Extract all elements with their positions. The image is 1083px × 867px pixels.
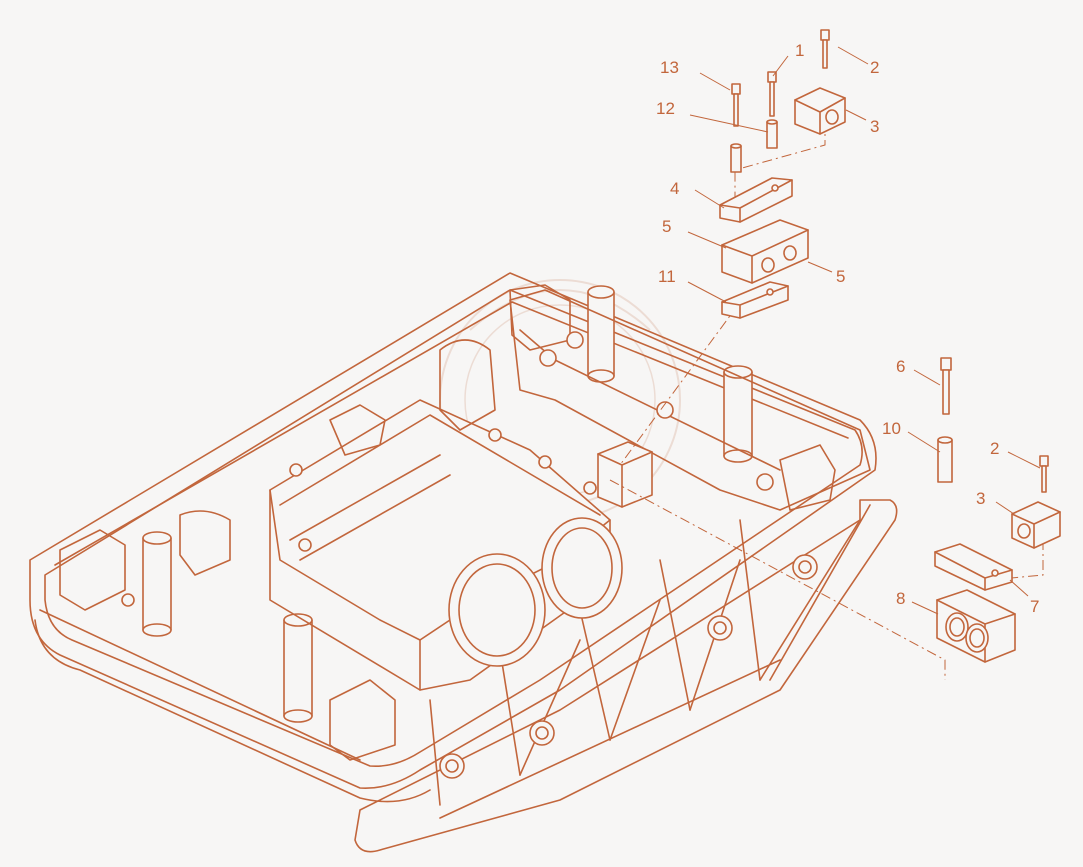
plate-4: [719, 177, 793, 223]
plate-7: [934, 543, 1013, 591]
clamp-block-5: [721, 219, 809, 284]
spacer-12-right: [766, 119, 778, 149]
callout-7: 7: [1030, 597, 1039, 616]
screw-2-top: [820, 29, 830, 69]
callout-10: 10: [882, 419, 901, 438]
leader-lines: [687, 46, 1041, 615]
clamp-block-8: [936, 589, 1016, 663]
spacer-12-left: [730, 143, 742, 173]
spacer-10: [937, 436, 953, 483]
callout-5-right: 5: [836, 267, 845, 286]
clamp-half-3-lower: [1011, 501, 1061, 549]
screw-1: [767, 71, 777, 117]
callouts: 1 2 3 4 5 5 11 12 13 6 10 2 3 7 8: [656, 41, 1039, 616]
exciter-housing: [269, 399, 623, 691]
callout-13: 13: [660, 58, 679, 77]
callout-2-top: 2: [870, 58, 879, 77]
screw-13: [731, 83, 741, 127]
lower-clamp-stack: [934, 357, 1061, 663]
screw-6: [940, 357, 952, 415]
upper-clamp-stack: [719, 29, 846, 319]
callout-1: 1: [795, 41, 804, 60]
callout-11: 11: [658, 267, 676, 286]
mount-block: [597, 441, 653, 508]
callout-12: 12: [656, 99, 675, 118]
callout-4: 4: [670, 179, 679, 198]
callout-3-top: 3: [870, 117, 879, 136]
callout-3-lower: 3: [976, 489, 985, 508]
screw-2-lower: [1039, 455, 1049, 493]
callout-6: 6: [896, 357, 905, 376]
callout-8: 8: [896, 589, 905, 608]
base-plate: [29, 272, 877, 803]
callout-2-lower: 2: [990, 439, 999, 458]
guide-posts: [142, 285, 753, 723]
callout-5-left: 5: [662, 217, 671, 236]
clamp-half-3-top: [794, 87, 846, 135]
side-skid: [354, 499, 898, 853]
rear-frame: [121, 289, 871, 607]
plate-11: [721, 281, 789, 319]
